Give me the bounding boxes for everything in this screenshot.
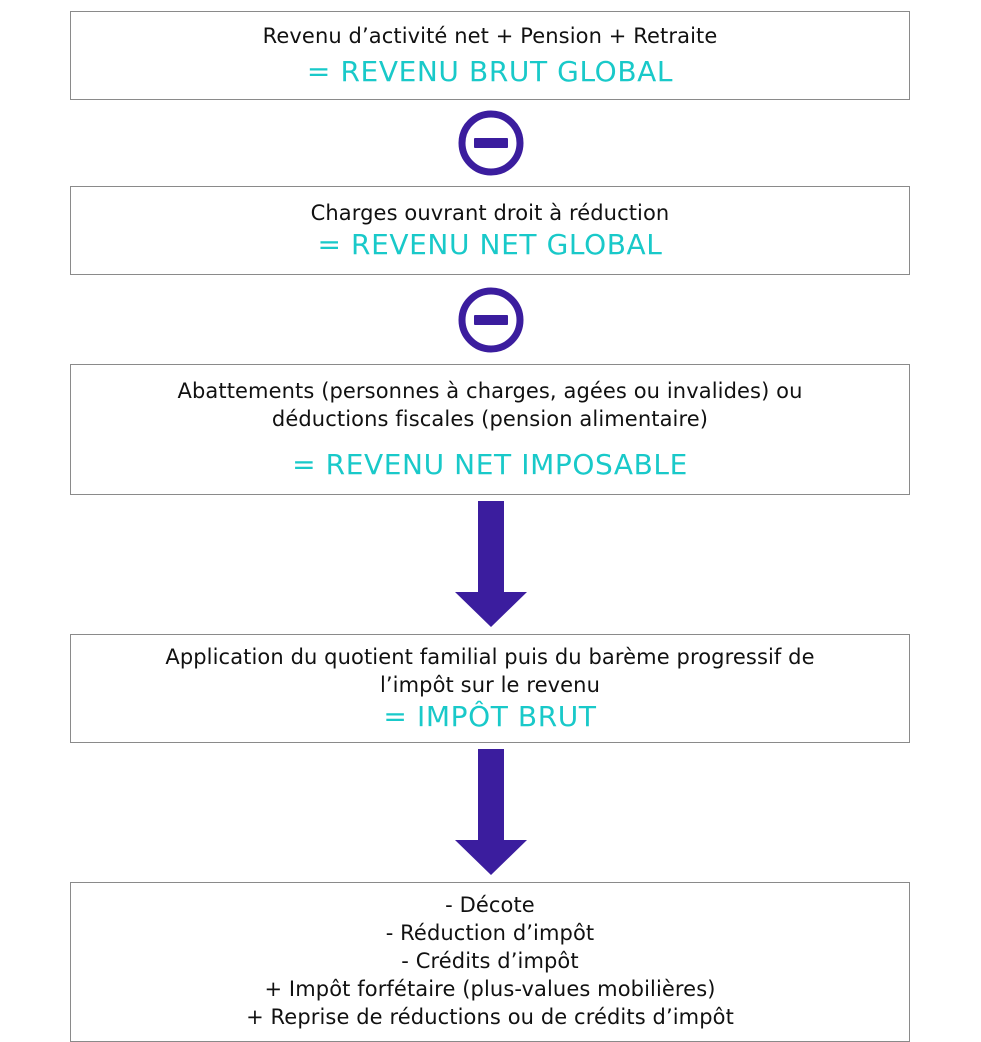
step-2-line-1: Charges ouvrant droit à réduction bbox=[310, 200, 670, 225]
step-1-result: = REVENU BRUT GLOBAL bbox=[306, 54, 674, 88]
step-box-revenu-net-global: Charges ouvrant droit à réduction = REVE… bbox=[70, 186, 910, 275]
adjustment-credits-impot: - Crédits d’impôt bbox=[401, 949, 579, 973]
adjustment-impot-forfaitaire: + Impôt forfétaire (plus-values mobilièr… bbox=[264, 977, 716, 1001]
down-arrow-icon bbox=[455, 501, 527, 627]
minus-circle-icon bbox=[458, 110, 524, 176]
adjustment-reprise: + Reprise de réductions ou de crédits d’… bbox=[246, 1005, 734, 1029]
step-3-result: = REVENU NET IMPOSABLE bbox=[292, 447, 688, 481]
step-4-line-2: l’impôt sur le revenu bbox=[379, 672, 601, 697]
step-4-result: = IMPÔT BRUT bbox=[383, 699, 597, 733]
step-box-adjustments: - Décote - Réduction d’impôt - Crédits d… bbox=[70, 882, 910, 1042]
step-1-line-1: Revenu d’activité net + Pension + Retrai… bbox=[262, 23, 718, 48]
step-box-revenu-net-imposable: Abattements (personnes à charges, agées … bbox=[70, 364, 910, 495]
step-2-result: = REVENU NET GLOBAL bbox=[317, 227, 663, 261]
minus-circle-icon bbox=[458, 287, 524, 353]
down-arrow-icon bbox=[455, 749, 527, 875]
step-box-revenu-brut-global: Revenu d’activité net + Pension + Retrai… bbox=[70, 11, 910, 100]
step-3-line-1: Abattements (personnes à charges, agées … bbox=[177, 378, 803, 403]
adjustment-reduction-impot: - Réduction d’impôt bbox=[385, 921, 595, 945]
adjustment-decote: - Décote bbox=[445, 893, 535, 917]
step-3-line-2: déductions fiscales (pension alimentaire… bbox=[271, 406, 709, 431]
step-box-impot-brut: Application du quotient familial puis du… bbox=[70, 634, 910, 743]
step-4-line-1: Application du quotient familial puis du… bbox=[165, 644, 815, 669]
